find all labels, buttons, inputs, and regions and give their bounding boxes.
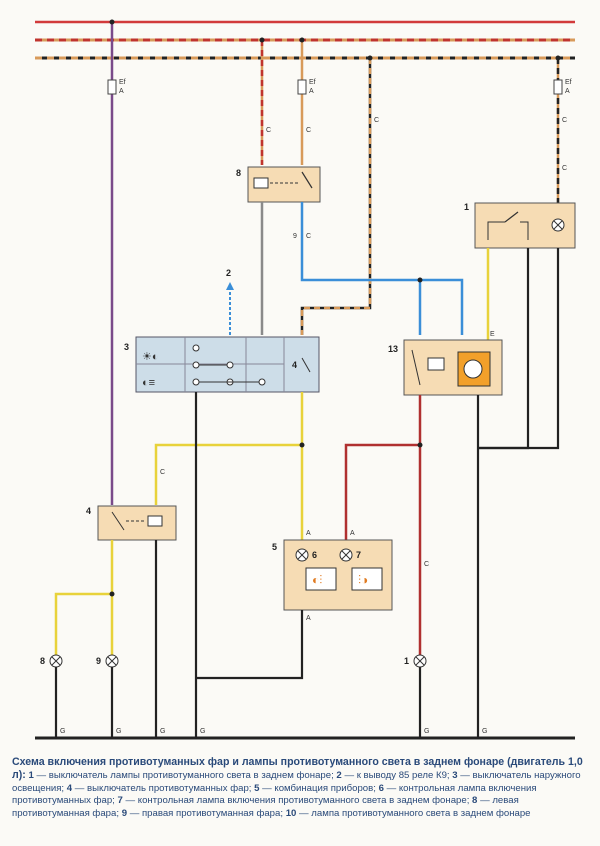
conn-c-relay8-left: C bbox=[266, 127, 271, 134]
wiring-diagram: Ef A Ef A C C C Ef A C C bbox=[35, 19, 576, 740]
conn-a-6: A bbox=[306, 530, 311, 537]
lamps: 8 9 1 bbox=[40, 654, 427, 738]
fuse-mid-ef: Ef bbox=[309, 79, 316, 86]
caption-title: Схема включения противотуманных фар и ла… bbox=[12, 756, 583, 782]
blue-wire: 9 C bbox=[293, 202, 464, 335]
label-4-switch: 4 bbox=[292, 360, 297, 370]
conn-c-relay4: C bbox=[160, 469, 165, 476]
g-label-3: G bbox=[160, 728, 165, 735]
fuse-left-ef: Ef bbox=[119, 79, 126, 86]
conn-c-blue: C bbox=[306, 233, 311, 240]
label-7: 7 bbox=[356, 550, 361, 560]
fuse-mid-a: A bbox=[309, 88, 314, 95]
component-2-arrow: 2 bbox=[226, 268, 234, 335]
comp1-ground-wires bbox=[478, 248, 560, 450]
conn-a-bottom: A bbox=[306, 615, 311, 622]
dashed-wire-relay8: C bbox=[259, 37, 271, 165]
conn-a-7: A bbox=[350, 530, 355, 537]
headlight-icon: ☀◐ bbox=[142, 351, 159, 363]
foglight-icon: ◐≡ bbox=[142, 377, 155, 389]
component-1: 1 bbox=[464, 202, 576, 249]
label-9-lamp: 9 bbox=[96, 656, 101, 666]
fuse-left: Ef A bbox=[107, 79, 126, 95]
conn-c-relay8-top: C bbox=[306, 127, 311, 134]
caption-items: 1 — выключатель лампы противотуманного с… bbox=[12, 770, 581, 819]
relay-4: 4 bbox=[86, 505, 177, 541]
label-1-top: 1 bbox=[464, 202, 469, 212]
yellow-wire: C bbox=[154, 392, 305, 540]
conn-c-lamp1: C bbox=[424, 561, 429, 568]
conn-c-comp1-b: C bbox=[562, 165, 567, 172]
fuse-left-a: A bbox=[119, 88, 124, 95]
label-relay-4: 4 bbox=[86, 506, 91, 516]
component-13: 13 bbox=[388, 339, 503, 396]
label-6: 6 bbox=[312, 550, 317, 560]
label-2: 2 bbox=[226, 268, 231, 278]
label-13: 13 bbox=[388, 344, 398, 354]
label-1-lamp: 1 bbox=[404, 656, 409, 666]
label-8-lamp: 8 bbox=[40, 656, 45, 666]
g-label-4: G bbox=[200, 728, 205, 735]
g-label-1: G bbox=[60, 728, 65, 735]
label-5: 5 bbox=[272, 542, 277, 552]
wire-component1: Ef A C C bbox=[553, 55, 572, 203]
relay4-outputs bbox=[54, 540, 158, 738]
ground-bus: G G G G G G bbox=[35, 728, 575, 740]
top-bus-lines bbox=[35, 20, 575, 60]
switch-3: ☀◐ ◐≡ 3 4 bbox=[124, 336, 320, 393]
cluster-ground-wire bbox=[196, 610, 304, 680]
dashed-wire-switch3: C bbox=[300, 55, 379, 335]
conn-c-switch3: C bbox=[374, 117, 379, 124]
fuse-right-ef: Ef bbox=[565, 79, 572, 86]
g-label-6: G bbox=[482, 728, 487, 735]
figure-caption: Схема включения противотуманных фар и ла… bbox=[12, 756, 590, 820]
front-fog-indicator-icon: ◐⫶ bbox=[312, 573, 322, 587]
purple-wire bbox=[109, 19, 115, 505]
label-3: 3 bbox=[124, 342, 129, 352]
g-label-2: G bbox=[116, 728, 121, 735]
instrument-cluster-5: ◐⫶ ⫶◑ 5 6 7 A A A bbox=[272, 530, 393, 622]
fuse-right-a: A bbox=[565, 88, 570, 95]
conn-c-comp1-a: C bbox=[562, 117, 567, 124]
darkred-wire: C bbox=[344, 395, 429, 655]
conn-e: E bbox=[490, 331, 495, 338]
rear-fog-indicator-icon: ⫶◑ bbox=[358, 573, 368, 587]
g-label-5: G bbox=[424, 728, 429, 735]
yellow-wire-13: E bbox=[486, 248, 495, 340]
conn-pin9: 9 bbox=[293, 233, 297, 240]
label-relay-8: 8 bbox=[236, 168, 241, 178]
orange-wire: Ef A C bbox=[297, 37, 316, 165]
relay-8: 8 bbox=[236, 166, 321, 203]
